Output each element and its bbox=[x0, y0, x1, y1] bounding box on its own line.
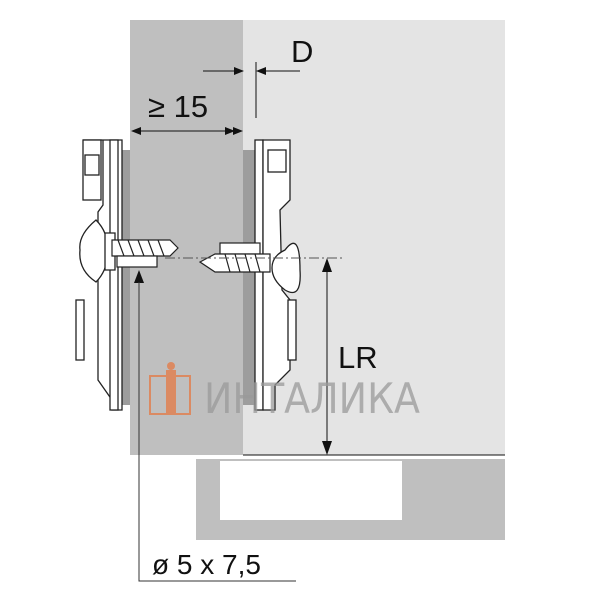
depth-label: D bbox=[291, 34, 313, 69]
min-thickness-label: ≥ 15 bbox=[148, 89, 208, 124]
right-mounting-plate bbox=[243, 139, 301, 411]
left-mounting-plate bbox=[75, 139, 130, 411]
screw-leader-arrowhead bbox=[134, 270, 144, 283]
watermark-text: ИНТАЛИКА bbox=[204, 374, 420, 423]
height-label: LR bbox=[338, 340, 378, 375]
watermark-logo bbox=[149, 362, 191, 415]
light-panel bbox=[243, 20, 505, 455]
side-panel-section bbox=[130, 20, 243, 455]
screw-leader-line bbox=[138, 282, 296, 582]
right-screw bbox=[198, 242, 271, 273]
left-screw bbox=[111, 239, 179, 268]
bottom-profile-cavity bbox=[220, 461, 402, 520]
screw-label: ø 5 x 7,5 bbox=[152, 549, 261, 580]
